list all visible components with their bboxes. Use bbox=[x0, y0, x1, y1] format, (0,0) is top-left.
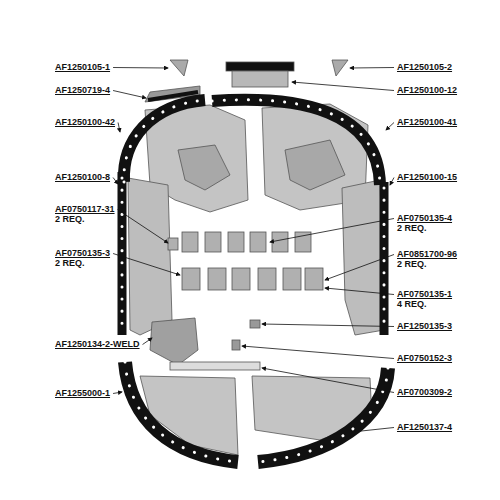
hole-rows bbox=[122, 100, 388, 462]
quantity-note: 2 REQ. bbox=[397, 224, 427, 233]
part-number: AF0750152-3 bbox=[397, 354, 452, 363]
quantity-note: 2 REQ. bbox=[55, 215, 85, 224]
leader-line bbox=[386, 123, 394, 131]
panel-detail bbox=[178, 145, 230, 190]
leader-line bbox=[113, 178, 118, 185]
weld-part bbox=[150, 318, 198, 365]
part-number: AF0750135-3 bbox=[55, 249, 110, 258]
part-number: AF1250100-42 bbox=[55, 118, 115, 127]
quantity-note: 2 REQ. bbox=[55, 259, 85, 268]
part-number: AF1250137-4 bbox=[397, 423, 452, 432]
leader-line bbox=[242, 346, 394, 359]
part-number: AF0750135-1 bbox=[397, 290, 452, 299]
leader-line bbox=[350, 67, 394, 69]
leader-line bbox=[118, 123, 120, 133]
part-number: AF0851700-96 bbox=[397, 250, 457, 259]
leader-line bbox=[143, 338, 152, 345]
part-number: AF1250719-4 bbox=[55, 86, 110, 95]
part-number: AF1250105-1 bbox=[55, 63, 110, 72]
part-number: AF0700309-2 bbox=[397, 388, 452, 397]
bar-part bbox=[170, 362, 260, 370]
corner-gusset bbox=[170, 60, 188, 76]
part-number: AF0750117-31 bbox=[55, 205, 115, 214]
leader-line bbox=[262, 324, 394, 327]
seal-strips bbox=[122, 92, 388, 462]
corner-gusset bbox=[332, 60, 348, 76]
bracket-group bbox=[168, 232, 323, 290]
leader-line bbox=[113, 254, 180, 276]
top-bracket bbox=[232, 71, 288, 87]
leader-line bbox=[113, 392, 122, 394]
side-panel bbox=[128, 178, 172, 335]
quantity-note: 2 REQ. bbox=[397, 260, 427, 269]
part-number: AF1250105-2 bbox=[397, 63, 452, 72]
leader-line bbox=[113, 67, 168, 69]
part-number: AF1250135-3 bbox=[397, 322, 452, 331]
leader-line bbox=[270, 219, 394, 243]
leader-line bbox=[325, 288, 394, 295]
leader-line bbox=[262, 368, 394, 393]
part-number: AF0750135-4 bbox=[397, 214, 452, 223]
leader-line bbox=[390, 178, 394, 186]
part-number: AF1250100-12 bbox=[397, 86, 457, 95]
quantity-note: 4 REQ. bbox=[397, 300, 427, 309]
part-number: AF1250100-15 bbox=[397, 173, 457, 182]
part-number: AF1250100-8 bbox=[55, 173, 110, 182]
panel-detail bbox=[285, 140, 345, 190]
top-seal bbox=[226, 62, 294, 71]
leader-line bbox=[292, 82, 394, 91]
leader-line bbox=[325, 255, 394, 281]
clip-part bbox=[250, 320, 260, 328]
leader-line bbox=[352, 428, 394, 433]
part-number: AF1250100-41 bbox=[397, 118, 457, 127]
leader-line bbox=[118, 210, 168, 244]
part-number: AF1255000-1 bbox=[55, 389, 110, 398]
leader-line bbox=[113, 91, 146, 99]
side-panel bbox=[342, 180, 384, 335]
part-number: AF1250134-2-WELD bbox=[55, 340, 140, 349]
clip-part bbox=[232, 340, 240, 350]
